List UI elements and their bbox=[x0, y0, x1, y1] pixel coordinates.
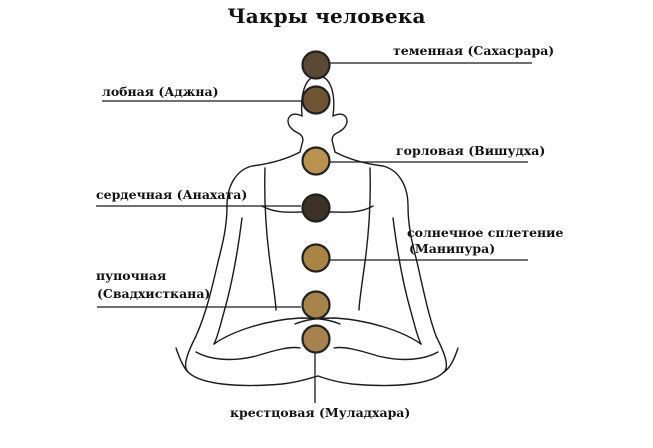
label-heart: сердечная (Анахата) bbox=[96, 187, 248, 202]
label-root: крестцовая (Муладхара) bbox=[230, 405, 411, 420]
chakra-crown bbox=[301, 50, 331, 80]
label-throat: горловая (Вишудха) bbox=[396, 143, 546, 158]
label-sacral-name: (Свадхисткана) bbox=[97, 286, 211, 301]
label-solar-plexus: солнечное сплетение bbox=[407, 225, 564, 240]
leader-lines bbox=[96, 62, 532, 403]
diagram-title: Чакры человека bbox=[227, 4, 426, 28]
chakra-brow bbox=[301, 85, 331, 115]
chakra-solar-plexus bbox=[301, 243, 331, 273]
chakra-circles bbox=[301, 50, 331, 354]
label-sacral: пупочная bbox=[96, 268, 167, 283]
label-crown: теменная (Сахасрара) bbox=[393, 43, 555, 58]
chakra-sacral bbox=[301, 290, 331, 320]
chakra-heart bbox=[301, 193, 331, 223]
label-brow: лобная (Аджна) bbox=[102, 84, 219, 99]
chakra-root bbox=[301, 324, 331, 354]
chakra-throat bbox=[301, 146, 331, 176]
label-solar-plexus-name: (Манипура) bbox=[409, 241, 496, 256]
figure-outline bbox=[175, 75, 459, 387]
